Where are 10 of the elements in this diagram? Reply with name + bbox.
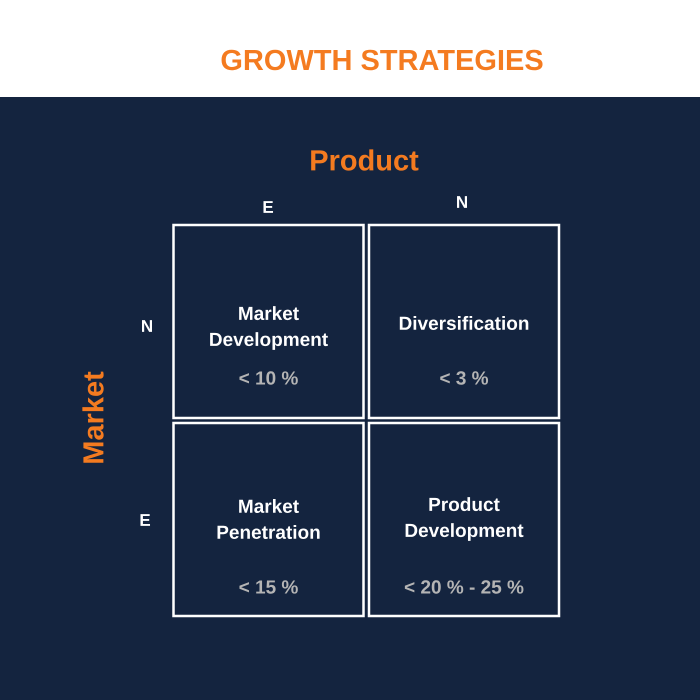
title: GROWTH STRATEGIES — [222, 50, 543, 70]
axis-value: N — [457, 196, 467, 208]
matrix-cell: Market Development < 10 % — [172, 224, 365, 420]
matrix-cell: Diversification < 3 % — [368, 224, 560, 420]
axis-value: N — [142, 320, 152, 332]
axis-label: Product — [311, 149, 418, 171]
axis-label: Market — [82, 372, 104, 463]
axis-value: E — [140, 514, 150, 526]
matrix-cell: Product Development < 20 % - 25 % — [368, 422, 560, 618]
matrix-cell: Market Penetration < 15 % — [172, 422, 365, 618]
